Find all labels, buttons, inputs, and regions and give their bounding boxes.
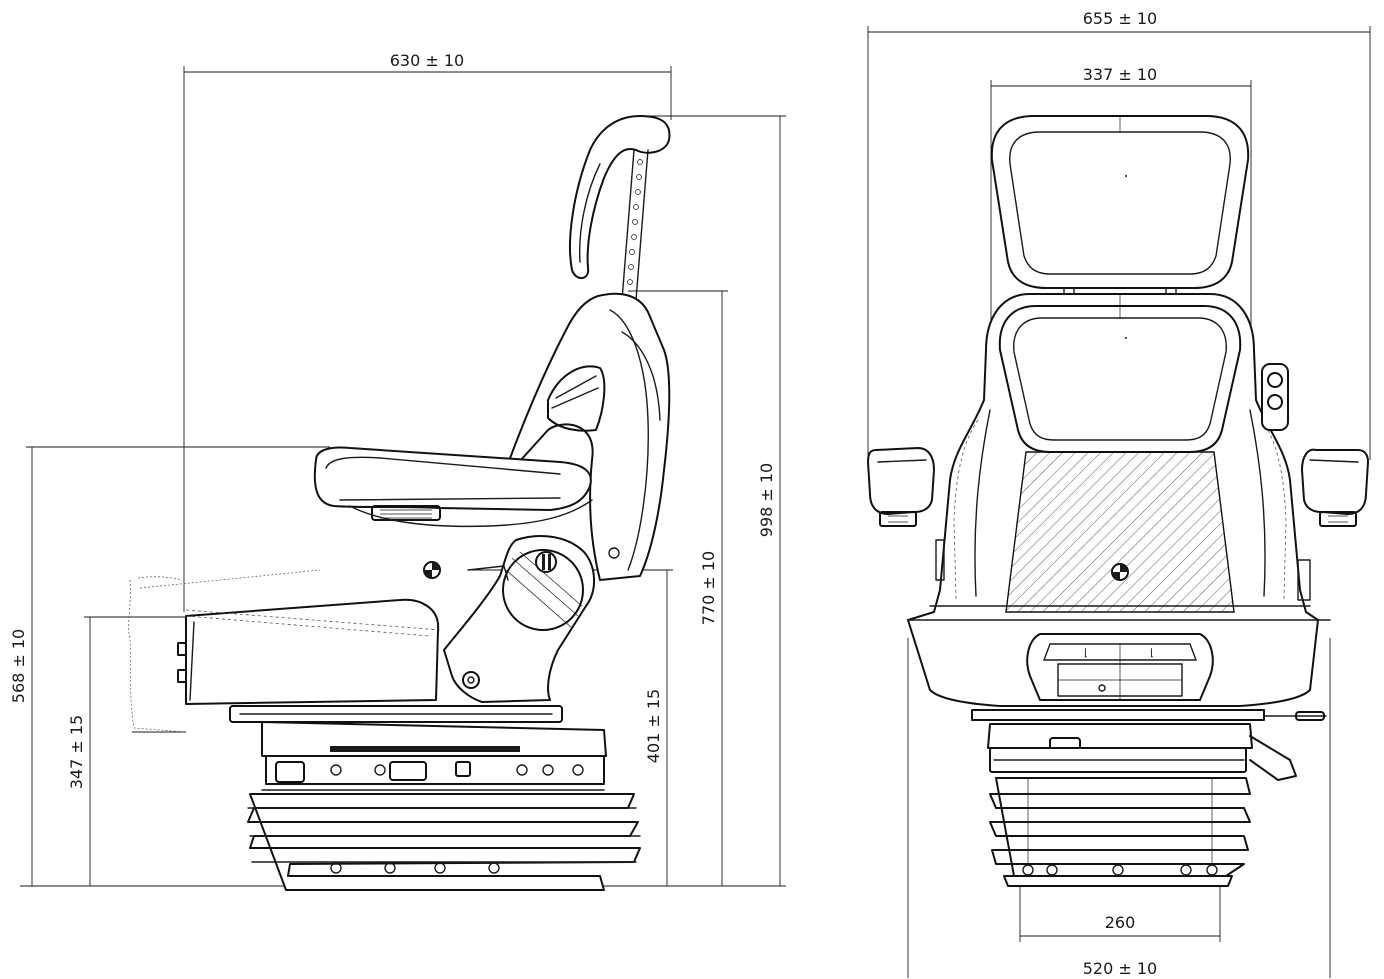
dim-backrest-width: 337 ± 10 [1083, 65, 1157, 84]
front-view: 655 ± 10 337 ± 10 260 520 ± 10 [867, 9, 1371, 978]
side-view: 630 ± 10 998 ± 10 770 ± 10 401 ± 15 568 … [9, 51, 786, 891]
side-bellow [247, 793, 641, 891]
side-view-dimensions [20, 66, 786, 887]
side-seat-outline [128, 115, 671, 891]
front-seat-outline: ⌊ ⌊ [867, 115, 1369, 887]
dim-side-width: 630 ± 10 [390, 51, 464, 70]
dim-base-width: 520 ± 10 [1083, 959, 1157, 978]
front-view-dimensions [867, 26, 1371, 978]
dim-base-mount-width: 260 [1105, 913, 1136, 932]
svg-text:⌊: ⌊ [1084, 648, 1088, 659]
headrest-rail-holes [627, 159, 643, 285]
dim-backrest-height: 770 ± 10 [699, 551, 718, 625]
side-rail-slots [330, 746, 520, 752]
front-bellow [989, 777, 1251, 877]
dim-front-width: 655 ± 10 [1083, 9, 1157, 28]
dim-pivot-height: 401 ± 15 [644, 689, 663, 763]
dim-cushion-height: 347 ± 15 [67, 715, 86, 789]
dim-total-height: 998 ± 10 [757, 463, 776, 537]
dim-seat-height: 568 ± 10 [9, 629, 28, 703]
svg-text:⌊: ⌊ [1150, 648, 1154, 659]
